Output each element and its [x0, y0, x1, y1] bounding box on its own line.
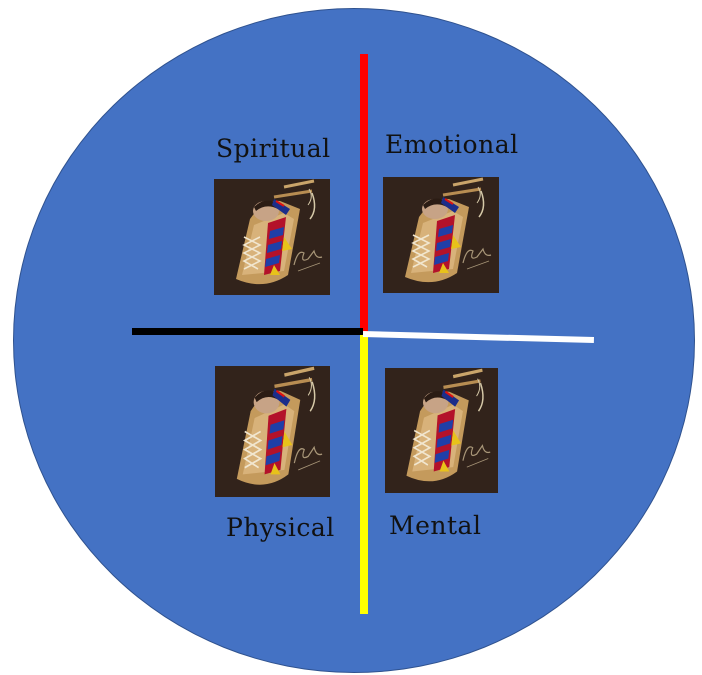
physical-cradleboard-image	[215, 366, 330, 497]
mental-cradleboard-image	[385, 368, 498, 493]
mental-label: Mental	[389, 511, 482, 540]
cradleboard-painting	[385, 368, 498, 493]
cradleboard-painting	[214, 179, 330, 295]
physical-label: Physical	[226, 513, 335, 542]
emotional-cradleboard-image	[383, 177, 499, 293]
spiritual-cradleboard-image	[214, 179, 330, 295]
spiritual-label: Spiritual	[216, 134, 331, 163]
south-yellow-line	[360, 335, 368, 614]
west-black-line	[132, 328, 363, 335]
cradleboard-painting	[215, 366, 330, 497]
north-red-line	[360, 54, 368, 332]
emotional-label: Emotional	[385, 130, 519, 159]
cradleboard-painting	[383, 177, 499, 293]
